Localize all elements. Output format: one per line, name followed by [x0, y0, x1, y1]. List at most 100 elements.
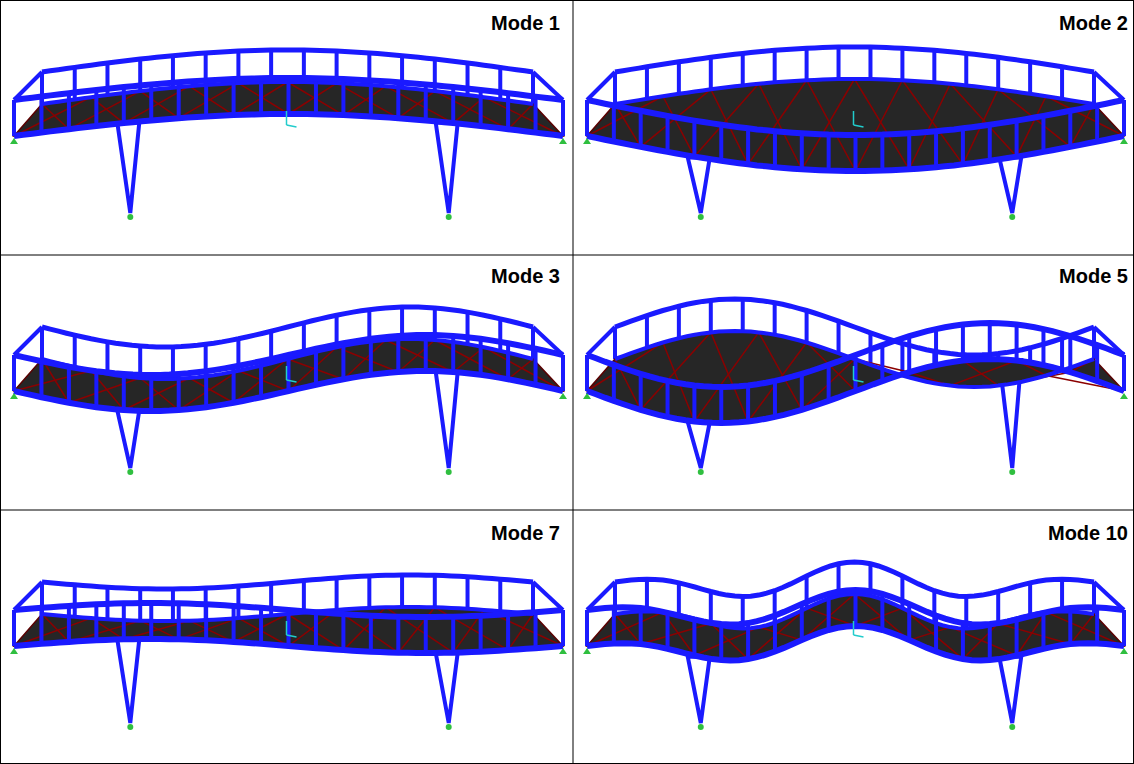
rail-post — [534, 612, 538, 648]
rail-post — [1060, 67, 1064, 99]
rail-post — [827, 135, 831, 171]
front-edge — [14, 371, 563, 411]
end-support — [10, 393, 18, 399]
pier — [117, 639, 139, 723]
rail-post — [479, 90, 483, 126]
rail-post — [719, 125, 723, 161]
end-support — [583, 393, 591, 399]
axis-marker — [853, 366, 855, 380]
panel-divider — [573, 0, 574, 764]
axis-marker — [287, 125, 297, 127]
bridge-model — [10, 307, 567, 475]
rail-post — [585, 100, 589, 136]
pier — [688, 422, 710, 468]
front-edge — [587, 136, 1124, 171]
rail-post — [741, 53, 745, 85]
rail-post — [907, 336, 911, 372]
rail-post — [149, 375, 153, 411]
rail-post — [907, 604, 911, 640]
rail-post — [961, 325, 965, 361]
rail-post — [645, 67, 649, 99]
rail-post — [645, 316, 649, 348]
rail-post — [988, 125, 992, 161]
rail-post — [149, 84, 153, 120]
deck-bracing — [337, 347, 399, 372]
end-support — [1120, 648, 1128, 654]
deck-bracing — [909, 627, 950, 640]
rail-post — [204, 80, 208, 116]
rail-post — [287, 355, 291, 391]
rail-post — [259, 78, 263, 114]
rail-post — [424, 84, 428, 120]
rail-post — [692, 121, 696, 157]
rail-post — [177, 82, 181, 118]
rail-post — [746, 623, 750, 659]
rail-post — [367, 576, 371, 608]
end-support — [1120, 393, 1128, 399]
pier-support — [127, 214, 133, 220]
rail-post — [666, 381, 670, 417]
rail-post — [1015, 121, 1019, 157]
rail-post — [612, 105, 616, 141]
rail-post — [177, 374, 181, 410]
deck-bracing — [807, 608, 856, 626]
rail-post — [837, 47, 841, 79]
deck-bracing — [641, 624, 711, 645]
rail-post — [907, 133, 911, 169]
rail-post — [900, 48, 904, 80]
rail-post — [1060, 338, 1064, 370]
rail-post — [396, 336, 400, 372]
mode-label: Mode 5 — [1059, 265, 1128, 287]
rail-post — [800, 604, 804, 640]
rail-post — [837, 321, 841, 353]
rail-post — [964, 53, 968, 85]
deck-bracing — [289, 83, 337, 114]
rail-post — [988, 624, 992, 660]
rail-post — [105, 342, 109, 374]
end-support — [1120, 138, 1128, 144]
rail-post — [335, 578, 339, 610]
rail-post — [67, 367, 71, 403]
back-rail — [42, 50, 533, 72]
mode-label: Mode 1 — [491, 12, 560, 34]
axis-marker — [854, 125, 864, 127]
deck-bracing — [711, 332, 748, 421]
deck-bracing — [398, 340, 435, 372]
deck-bracing — [759, 627, 802, 640]
rail-post — [67, 606, 71, 642]
rail-post — [506, 614, 510, 650]
deck-bracing — [998, 624, 1070, 645]
rail-post — [677, 583, 681, 615]
rail-post — [259, 608, 263, 644]
rail-post — [369, 339, 373, 375]
mode-label: Mode 10 — [1048, 522, 1128, 544]
back-rail — [615, 47, 1094, 72]
deck-bracing — [856, 80, 903, 171]
bridge-model — [583, 299, 1128, 475]
front-rail — [14, 603, 563, 617]
rail-post — [400, 575, 404, 607]
rail-post — [94, 604, 98, 640]
deck-bracing — [950, 361, 1016, 386]
end-frame — [587, 72, 615, 100]
rail-post — [854, 355, 858, 391]
mode-label: Mode 2 — [1059, 12, 1128, 34]
deck-bracing — [1017, 96, 1047, 156]
rail-post — [1095, 345, 1099, 381]
deck-bracing — [69, 378, 140, 403]
rail-post — [451, 336, 455, 372]
pier-support — [698, 214, 704, 220]
pier — [117, 410, 139, 468]
rail-post — [39, 608, 43, 644]
rail-post — [1028, 62, 1032, 94]
rail-post — [287, 610, 291, 646]
rail-post — [67, 93, 71, 129]
rail-post — [805, 311, 809, 343]
pier — [436, 123, 458, 213]
panel-divider — [0, 510, 1134, 511]
rail-post — [232, 606, 236, 642]
rail-post — [709, 592, 713, 624]
rail-post — [961, 623, 965, 659]
deck-bracing — [508, 104, 533, 129]
